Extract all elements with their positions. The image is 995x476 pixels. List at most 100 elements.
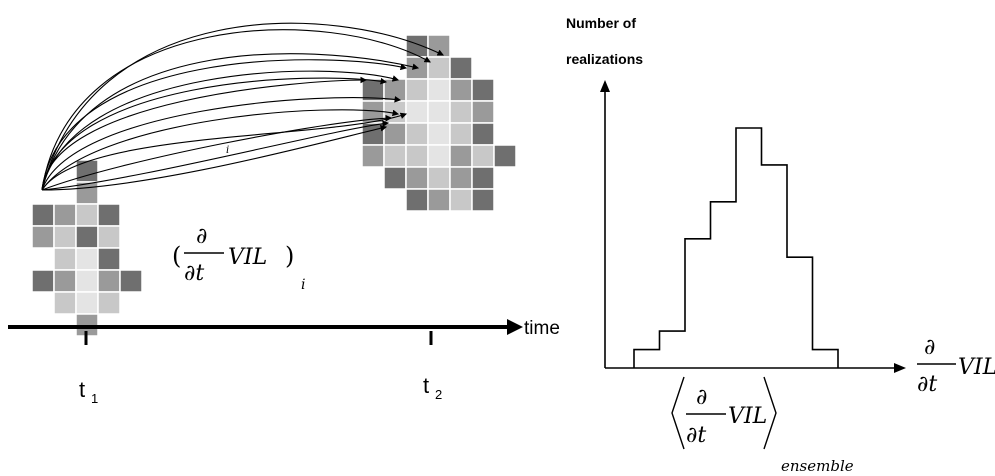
- storm-cell: [75, 247, 99, 271]
- storm-cell: [53, 291, 77, 315]
- storm-cell: [427, 166, 451, 190]
- x-label-partial: ∂: [924, 335, 935, 360]
- storm-grid-t2: [361, 34, 517, 212]
- ensemble-mean-label: ∂ ∂t VIL ensemble: [671, 376, 854, 475]
- storm-cell: [405, 188, 429, 212]
- storm-cell: [97, 269, 121, 293]
- storm-cell: [427, 56, 451, 80]
- storm-cell: [427, 144, 451, 168]
- storm-cell: [31, 203, 55, 227]
- time-axis: time t 1 t 2: [8, 318, 560, 406]
- storm-cell: [471, 100, 495, 124]
- storm-cell: [405, 78, 429, 102]
- storm-cell: [97, 247, 121, 271]
- left-open-paren: (: [172, 242, 181, 270]
- storm-cell: [449, 56, 473, 80]
- trajectory-arc: [41, 114, 393, 191]
- storm-cell: [383, 144, 407, 168]
- storm-cell: [427, 188, 451, 212]
- storm-cell: [53, 203, 77, 227]
- left-dt: ∂t: [184, 261, 204, 286]
- left-subscript: i: [301, 277, 305, 293]
- left-angle-bracket: [671, 376, 685, 450]
- t2-label: t: [423, 373, 429, 398]
- histogram-bar: [813, 350, 839, 368]
- histogram-bar: [736, 128, 762, 368]
- left-close-paren: ): [285, 242, 294, 270]
- t1-label: t: [79, 377, 85, 402]
- storm-cell: [427, 122, 451, 146]
- x-label-var: VIL: [958, 355, 995, 380]
- left-var: VIL: [228, 245, 267, 270]
- storm-cell: [405, 100, 429, 124]
- y-axis-arrowhead: [600, 80, 610, 92]
- storm-grid-t1: [31, 159, 143, 337]
- storm-cell: [449, 188, 473, 212]
- t2-subscript: 2: [435, 387, 442, 402]
- storm-cell: [361, 144, 385, 168]
- trajectory-arc: [41, 29, 431, 191]
- trajectory-arc: [41, 112, 408, 191]
- trajectory-arc: [41, 109, 400, 191]
- storm-cell: [383, 166, 407, 190]
- storm-cell: [471, 122, 495, 146]
- storm-cell: [449, 78, 473, 102]
- storm-cell: [119, 269, 143, 293]
- t1-subscript: 1: [91, 391, 98, 406]
- storm-cell: [383, 122, 407, 146]
- storm-cell: [75, 269, 99, 293]
- storm-cell: [471, 166, 495, 190]
- x-label-dt: ∂t: [917, 372, 937, 397]
- time-axis-label: time: [524, 318, 560, 339]
- trajectory-arc: [41, 96, 402, 191]
- y-axis-label-line2: realizations: [566, 51, 643, 67]
- trajectory-arcs: [41, 22, 444, 191]
- storm-cell: [427, 100, 451, 124]
- trajectory-arc: [41, 77, 388, 191]
- mean-partial: ∂: [696, 385, 707, 410]
- storm-cell: [471, 144, 495, 168]
- histogram: Number of realizations ∂ ∂t VIL ∂ ∂t VIL…: [566, 15, 995, 475]
- storm-cell: [75, 159, 99, 183]
- storm-cell: [427, 78, 451, 102]
- trajectory-arc: [41, 76, 368, 191]
- right-angle-bracket: [763, 376, 777, 450]
- storm-cell: [97, 225, 121, 249]
- storm-cell: [31, 269, 55, 293]
- trajectory-arc: [41, 59, 408, 191]
- histogram-bins: [634, 128, 838, 368]
- storm-cell: [31, 225, 55, 249]
- storm-cell: [405, 34, 429, 58]
- x-axis-arrowhead: [894, 363, 906, 373]
- histogram-bar: [660, 331, 686, 368]
- histogram-bar: [787, 257, 813, 368]
- mean-subscript: ensemble: [781, 457, 854, 475]
- storm-cell: [493, 144, 517, 168]
- histogram-bar: [711, 202, 737, 368]
- histogram-outline: [633, 127, 839, 368]
- storm-cell: [471, 78, 495, 102]
- storm-cell: [383, 78, 407, 102]
- storm-cell: [405, 144, 429, 168]
- storm-cell: [405, 166, 429, 190]
- mean-dt: ∂t: [686, 423, 706, 448]
- time-axis-arrowhead: [507, 319, 523, 335]
- histogram-bar: [634, 350, 660, 368]
- x-axis-label: ∂ ∂t VIL: [917, 335, 995, 397]
- storm-cell: [471, 188, 495, 212]
- trajectory-arc: [41, 53, 420, 191]
- storm-cell: [449, 100, 473, 124]
- storm-cell: [97, 291, 121, 315]
- trajectory-arc: [41, 120, 390, 191]
- mean-var: VIL: [728, 404, 767, 429]
- histogram-bar: [685, 239, 711, 368]
- storm-cell: [53, 269, 77, 293]
- storm-cell: [405, 122, 429, 146]
- trajectory-arc: [41, 125, 388, 191]
- storm-cell: [97, 203, 121, 227]
- storm-cell: [75, 291, 99, 315]
- storm-cell: [75, 225, 99, 249]
- left-expression: ( ∂ ∂t VIL ) i: [172, 224, 305, 293]
